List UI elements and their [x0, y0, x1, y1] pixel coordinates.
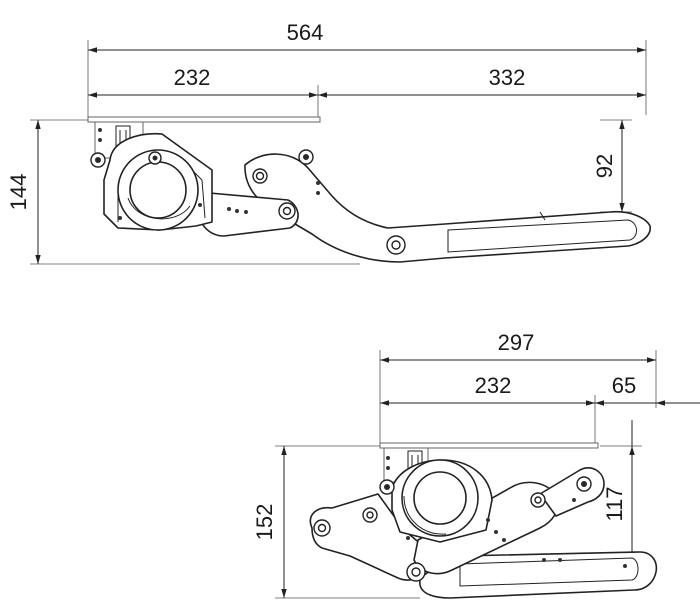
- dimension-height-bottom: 152: [252, 445, 420, 599]
- dimension-right-segment-top: 332: [318, 65, 646, 98]
- dimension-height-top: 144: [6, 119, 360, 265]
- dimension-left-segment-bottom: 232: [380, 373, 596, 445]
- dim-label-144: 144: [6, 174, 31, 211]
- dimension-right-segment-bottom: 65: [595, 373, 700, 406]
- dimension-inner-height-top: 92: [592, 119, 632, 213]
- bottom-view: 297 232 65 152 117: [252, 330, 700, 599]
- dim-label-297: 297: [498, 330, 535, 355]
- dim-label-65: 65: [612, 373, 636, 398]
- hinge-mechanism-folded: [309, 442, 658, 599]
- dim-label-117: 117: [602, 486, 627, 521]
- dimension-left-segment-top: 232: [88, 65, 319, 120]
- dim-label-564: 564: [287, 20, 324, 45]
- dimension-inner-height-bottom: 117: [600, 420, 642, 564]
- top-view: 564 232 332 144 92: [6, 20, 651, 265]
- dim-label-92: 92: [592, 154, 617, 178]
- dim-label-232-top: 232: [174, 65, 211, 90]
- hinge-mechanism-open: [87, 116, 651, 263]
- dim-label-152: 152: [252, 504, 277, 541]
- dim-label-332: 332: [489, 65, 526, 90]
- dimension-overall-width-top: 564: [87, 20, 647, 120]
- dim-label-232-bottom: 232: [475, 373, 512, 398]
- dimension-overall-width-bottom: 297: [379, 330, 657, 448]
